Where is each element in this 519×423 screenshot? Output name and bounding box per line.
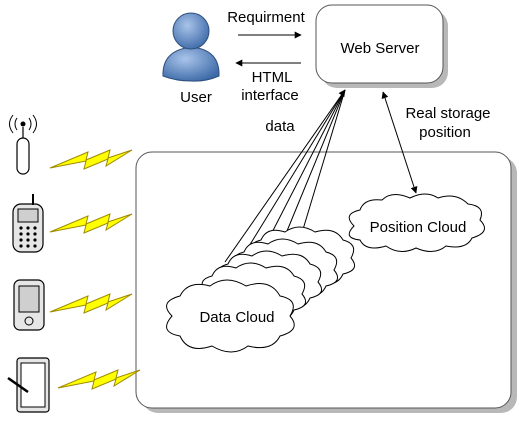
data-label: data (265, 118, 295, 135)
position-cloud-node: Position Cloud (348, 193, 485, 252)
user-icon (162, 12, 220, 82)
requirement-label: Requirment (227, 9, 305, 26)
data-lines (224, 89, 346, 263)
user-label: User (180, 89, 212, 106)
real-storage-edge: Real storage position (381, 91, 491, 194)
antenna-icon (9, 114, 37, 175)
data-cloud-label: Data Cloud (199, 309, 274, 326)
mobile-phone-icon (12, 194, 44, 253)
pda-icon (13, 279, 45, 331)
html-label: HTML (252, 69, 293, 86)
requirement-edge: Requirment (227, 9, 306, 39)
tablet-pen-icon (7, 357, 50, 413)
interface-label: interface (241, 87, 299, 104)
html-interface-edge: HTML interface (235, 59, 301, 104)
position-cloud-label: Position Cloud (370, 219, 467, 236)
real-storage-label: Real storage (405, 105, 490, 122)
data-cloud-stack (166, 226, 356, 353)
lightning-bolt-icon (49, 213, 133, 234)
lightning-bolt-icon (49, 149, 133, 170)
position-label: position (419, 124, 471, 141)
wireless-links (49, 149, 141, 390)
web-server-node: Web Server (315, 4, 448, 88)
lightning-bolt-icon (49, 293, 133, 314)
lightning-bolt-icon (57, 369, 141, 390)
web-server-label: Web Server (341, 40, 420, 57)
